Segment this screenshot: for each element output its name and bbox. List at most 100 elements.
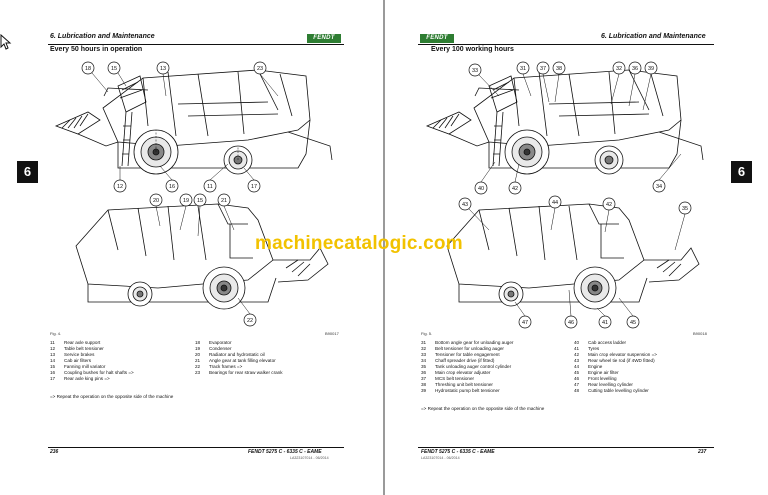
legend-number: 37 bbox=[421, 376, 427, 381]
callout-47: 47 bbox=[518, 315, 532, 329]
callout-label: 42 bbox=[512, 186, 518, 192]
legend-item: 48 Cutting table levelling cylinder bbox=[574, 388, 657, 394]
callout-label: 41 bbox=[602, 320, 608, 326]
legend-text: Chaff spreader drive (if fitted) bbox=[435, 358, 495, 363]
legend-item: 47 Rear levelling cylinder bbox=[574, 382, 657, 388]
legend-text: Table belt tensioner bbox=[64, 346, 104, 351]
legend-text: Threshing unit belt tensioner bbox=[435, 382, 493, 387]
legend-text: Radiator and hydrostatic oil bbox=[209, 352, 265, 357]
legend-text: Rear axle king pins => bbox=[64, 376, 110, 381]
callout-31: 31 bbox=[516, 61, 530, 75]
page-gutter bbox=[383, 0, 385, 495]
callout-20: 20 bbox=[149, 193, 163, 207]
callout-label: 15 bbox=[197, 198, 203, 204]
watermark: machinecatalogic.com bbox=[255, 233, 463, 254]
figure-code: B90017 bbox=[325, 331, 339, 336]
callout-label: 34 bbox=[656, 184, 662, 190]
callout-39: 39 bbox=[644, 61, 658, 75]
legend-number: 13 bbox=[50, 352, 56, 357]
chapter-tab: 6 bbox=[731, 161, 752, 183]
legend-number: 41 bbox=[574, 346, 580, 351]
legend-number: 16 bbox=[50, 370, 56, 375]
legend-number: 47 bbox=[574, 382, 580, 387]
legend-number: 32 bbox=[421, 346, 427, 351]
legend-text: Tyres bbox=[588, 346, 600, 351]
callout-label: 15 bbox=[111, 66, 117, 72]
legend-text: Angle gear at tank filling elevator bbox=[209, 358, 276, 363]
legend-number: 18 bbox=[195, 340, 201, 345]
callout-label: 45 bbox=[630, 320, 636, 326]
legend-text: Hydrostatic pump belt tensioner bbox=[435, 388, 500, 393]
legend-text: Rear levelling cylinder bbox=[588, 382, 633, 387]
legend-number: 43 bbox=[574, 358, 580, 363]
section-title: Every 100 working hours bbox=[431, 46, 514, 53]
callout-13: 13 bbox=[156, 61, 170, 75]
callout-36: 36 bbox=[628, 61, 642, 75]
callout-18: 18 bbox=[81, 61, 95, 75]
footer-rule bbox=[418, 447, 714, 448]
callout-37: 37 bbox=[536, 61, 550, 75]
legend-number: 23 bbox=[195, 370, 201, 375]
callout-label: 13 bbox=[160, 66, 166, 72]
callout-19: 19 bbox=[179, 193, 193, 207]
legend-text: Tank unloading auger control cylinder bbox=[435, 364, 512, 369]
legend-text: Engine bbox=[588, 364, 603, 369]
legend-number: 14 bbox=[50, 358, 56, 363]
legend-item: 31 Bottom angle gear for unloading auger bbox=[421, 340, 513, 346]
callout-label: 40 bbox=[478, 186, 484, 192]
legend-text: Track frames => bbox=[209, 364, 243, 369]
combine-side-view-bottom: 20 19 15 21 22 bbox=[75, 193, 329, 327]
legend-text: Cutting table levelling cylinder bbox=[588, 388, 649, 393]
callout-23: 23 bbox=[253, 61, 267, 75]
legend-text: Main crop elevator adjuster bbox=[435, 370, 491, 375]
callout-label: 17 bbox=[251, 184, 257, 190]
legend-number: 40 bbox=[574, 340, 580, 345]
callout-32: 32 bbox=[612, 61, 626, 75]
footer-title: FENDT 5275 C - 6335 C - EAME bbox=[248, 449, 322, 455]
callout-label: 20 bbox=[153, 198, 159, 204]
callout-label: 36 bbox=[632, 66, 638, 72]
callout-15: 15 bbox=[107, 61, 121, 75]
legend-text: Tensioner for table engagement bbox=[435, 352, 500, 357]
legend-item: 41 Tyres bbox=[574, 346, 657, 352]
header-rule bbox=[418, 44, 714, 45]
callout-label: 46 bbox=[568, 320, 574, 326]
repeat-note: => Repeat the operation on the opposite … bbox=[50, 394, 174, 399]
legend-text: Belt tensioner for unloading auger bbox=[435, 346, 504, 351]
callout-label: 23 bbox=[257, 66, 263, 72]
legend-text: Main crop elevator suspension => bbox=[588, 352, 657, 357]
legend-number: 11 bbox=[50, 340, 55, 345]
footer-code: LA323107014 - 06/2014 bbox=[421, 456, 460, 460]
callout-label: 21 bbox=[221, 198, 227, 204]
legend-number: 31 bbox=[421, 340, 427, 345]
figure-code: B90018 bbox=[693, 331, 707, 336]
legend-number: 48 bbox=[574, 388, 580, 393]
legend-number: 46 bbox=[574, 376, 580, 381]
callout-label: 16 bbox=[169, 184, 175, 190]
callout-label: 35 bbox=[682, 206, 688, 212]
chapter-tab: 6 bbox=[17, 161, 38, 183]
callout-42b: 42 bbox=[602, 197, 616, 211]
callout-43: 43 bbox=[458, 197, 472, 211]
footer-title: FENDT 5275 C - 6335 C - EAME bbox=[421, 449, 495, 455]
repeat-note: => Repeat the operation on the opposite … bbox=[421, 406, 545, 411]
callout-21: 21 bbox=[217, 193, 231, 207]
legend-text: Bottom angle gear for unloading auger bbox=[435, 340, 514, 345]
